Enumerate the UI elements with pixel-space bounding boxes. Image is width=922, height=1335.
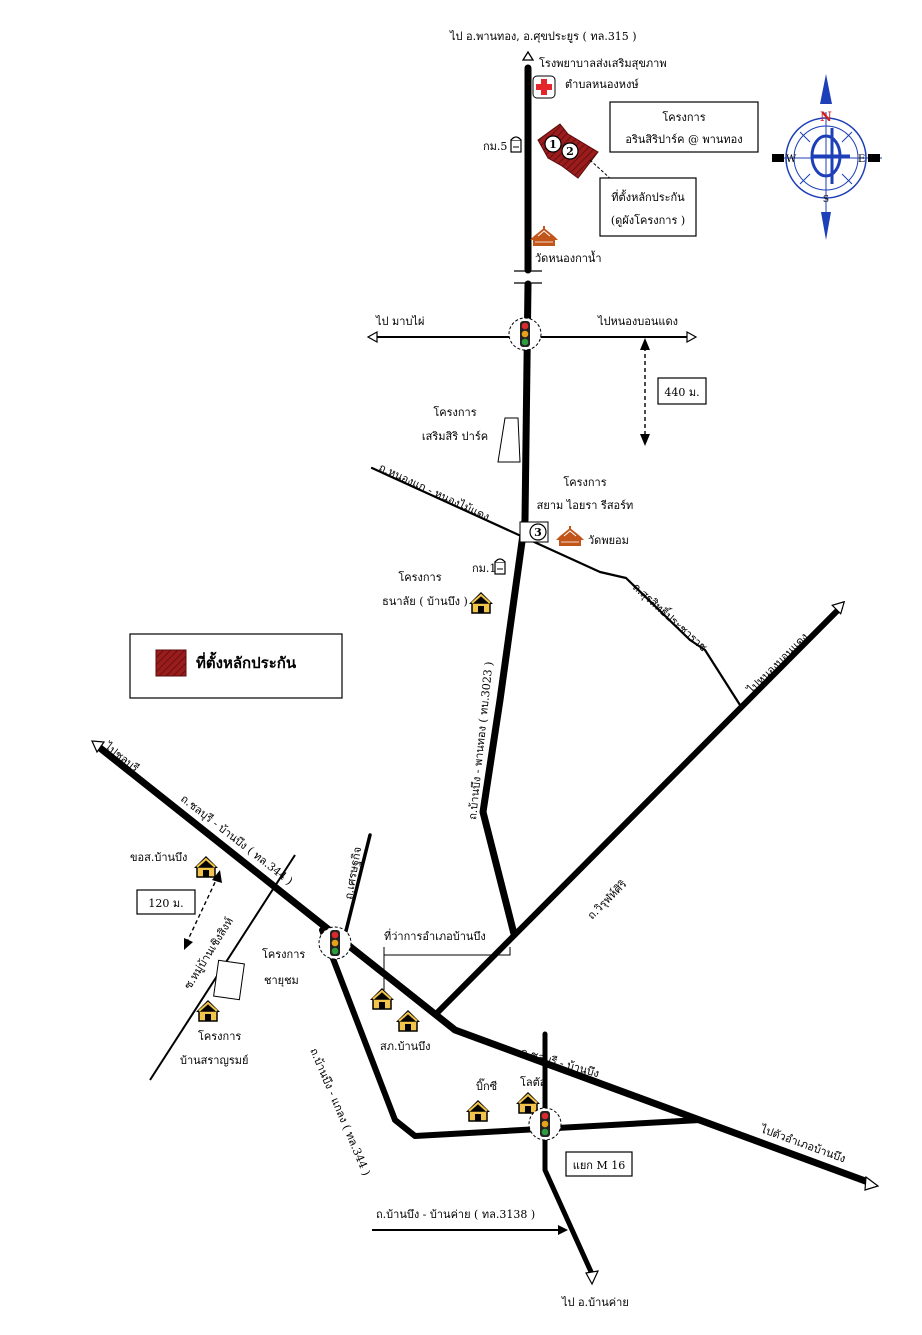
project-serm-line2: เสริมสิริ ปาร์ค: [422, 430, 488, 443]
pin-1: 1: [549, 138, 557, 151]
legend-label: ที่ตั้งหลักประกัน: [196, 651, 297, 672]
compass-n: N: [820, 110, 832, 125]
north-dest-label: ไป อ.พานทอง, อ.ศุขประยูร ( ทล.315 ): [449, 30, 637, 43]
south-arrow: [585, 1270, 600, 1286]
compass-s: S: [823, 195, 829, 205]
highway-344-label: ถ.ชลบุรี - บ้านบึง ( ทล.344 ): [178, 792, 295, 888]
project-1-line1: โครงการ: [662, 110, 705, 124]
legend-swatch: [155, 649, 187, 677]
bankai-road: [542, 1031, 595, 1277]
house-icon-bigc: [465, 1099, 491, 1122]
office-label: ขอส.บ้านบึง: [130, 851, 187, 864]
house-icon-tanalai: [468, 591, 494, 614]
project-box-1: [609, 101, 759, 153]
temple-north-label: วัดหนองกาน้ำ: [535, 250, 602, 265]
west-arrow: [366, 330, 378, 344]
compass-icon: [772, 74, 882, 240]
surasit-road-label: ถ.สุรสิทธิ์ประชาราช: [630, 579, 711, 654]
road-3138-label: ถ.บ้านบึง - บ้านค่าย ( ทล.3138 ): [376, 1208, 535, 1221]
pin-3: 3: [534, 526, 542, 539]
hospital-name-line1: โรงพยาบาลส่งเสริมสุขภาพ: [539, 56, 667, 70]
house-icon-lotus: [515, 1091, 541, 1114]
surasit-road: [435, 605, 843, 1015]
temple-phayom-label: วัดพยอม: [588, 534, 629, 547]
traffic-light-icon-m16: [528, 1107, 562, 1141]
north-road-arrow: [521, 50, 535, 61]
compass-w: W: [786, 154, 797, 165]
km10-post-icon: [494, 558, 506, 575]
project-serm-plot: [497, 417, 521, 463]
distance-120-box: [136, 889, 196, 915]
setthakij-road: [343, 833, 372, 937]
west-dest-label: ไป มาบไผ่: [375, 315, 424, 328]
viroj-road-label: ถ.วิรุฬห์ศิริ: [585, 878, 630, 923]
house-icon-office: [193, 855, 219, 878]
intersection-m16-label: แยก M 16: [573, 1159, 625, 1172]
project-sara-line1: โครงการ: [198, 1029, 241, 1043]
project-sara-line2: บ้านสราญรมย์: [180, 1054, 248, 1067]
nongkae-road-label: ถ.หนองแก - หนองไม้แดง: [377, 461, 492, 524]
project-chaiyo-line1: โครงการ: [262, 947, 305, 961]
collateral-callout-line1: ที่ตั้งหลักประกัน: [611, 189, 685, 204]
distance-120-label: 120 ม.: [148, 897, 183, 910]
compass-e: E: [858, 154, 865, 165]
km5-label: กม.5: [483, 140, 507, 153]
klaeng-road: [319, 927, 703, 1139]
distance-440-label: 440 ม.: [664, 386, 699, 399]
east-dest-label: ไปหนองบอนแดง: [597, 315, 678, 328]
nongbon-arrow: [831, 600, 846, 615]
project-tanalai-line1: โครงการ: [398, 570, 441, 584]
highway-344: [96, 744, 872, 1186]
temple-icon-north: [529, 225, 559, 247]
chonburi-arrow: [91, 740, 106, 754]
project-chaiyo-line2: ชายุชม: [264, 974, 299, 987]
project-tanalai-line2: ธนาลัย ( บ้านบึง ): [382, 595, 468, 608]
nongkae-road: [370, 466, 742, 707]
district-office-label: ที่ว่าการอำเภอบ้านบึง: [384, 928, 486, 943]
east-arrow: [686, 330, 698, 344]
project-1-line2: อรินสิริปาร์ค @ พานทอง: [625, 133, 742, 146]
project-siam-line2: สยาม ไอยรา รีสอร์ท: [537, 499, 634, 512]
southeast-arrow: [864, 1175, 880, 1191]
project-serm-line1: โครงการ: [433, 405, 476, 419]
house-icon-district: [369, 987, 395, 1010]
hospital-icon: [532, 75, 556, 99]
police-label: สภ.บ้านบึง: [380, 1040, 431, 1053]
distance-440-box: [657, 377, 707, 405]
project-siam-line1: โครงการ: [563, 475, 606, 489]
chonburi-banbueng-label: ถ.ชลบุรี - บ้านบึง: [519, 1045, 600, 1080]
south-dest-label: ไป อ.บ้านค่าย: [561, 1296, 629, 1309]
intersection-m16-box: [565, 1151, 633, 1177]
road-3138-arrow: [558, 1225, 568, 1235]
traffic-light-icon-west: [318, 926, 352, 960]
temple-icon-phayom: [555, 525, 585, 547]
collateral-callout-line2: (ดูผังโครงการ ): [611, 213, 685, 227]
project-chaiyo-plot: [213, 959, 245, 1001]
klaeng-road-label: ถ.บ้านบึง - แกลง ( ทล.344 ): [307, 1046, 373, 1177]
house-icon-police: [395, 1009, 421, 1032]
lotus-label: โลตัส: [520, 1075, 547, 1089]
collateral-callout: [599, 177, 697, 237]
nongbon-dest-label: ไปหนองบอนแดง: [744, 630, 810, 696]
main-north-road: [479, 64, 532, 938]
bigc-label: บิ๊กซี: [476, 1078, 498, 1093]
hospital-name-line2: ตำบลหนองหงษ์: [565, 78, 639, 91]
pin-2: 2: [566, 145, 574, 158]
km5-post-icon: [510, 136, 522, 153]
traffic-light-icon-north: [508, 317, 542, 351]
